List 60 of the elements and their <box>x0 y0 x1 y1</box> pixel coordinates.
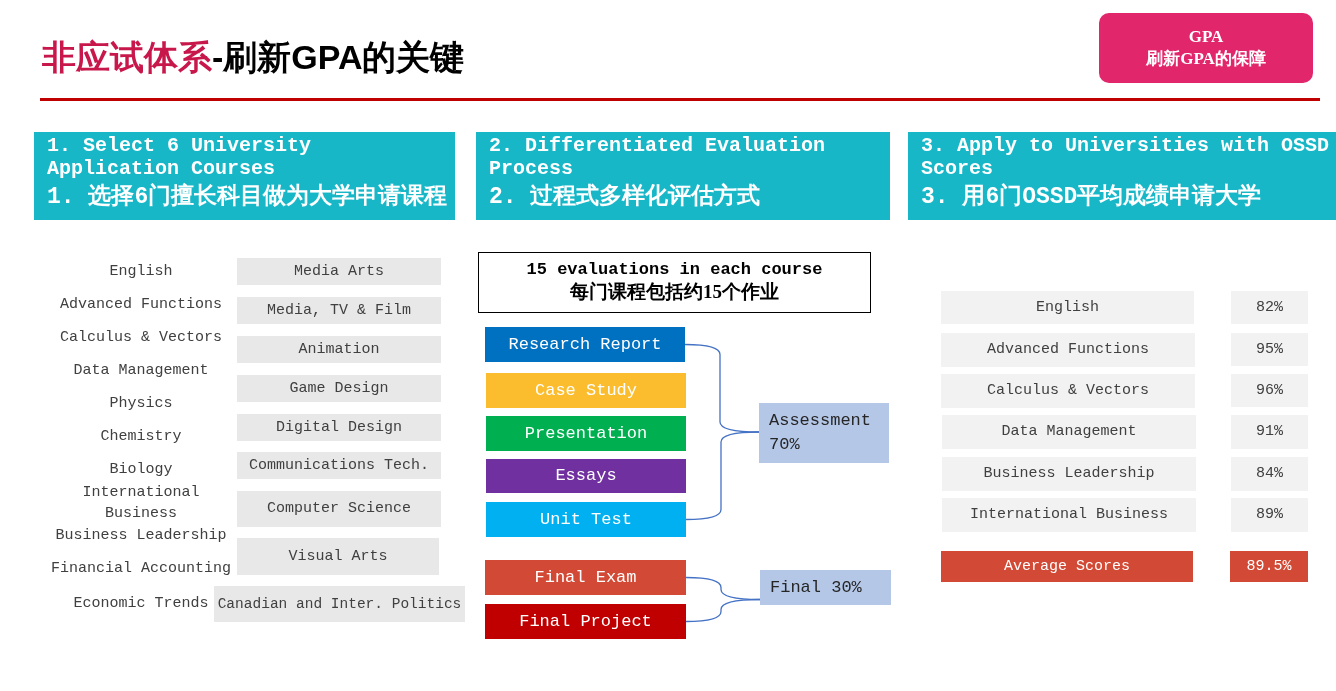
course-box: Canadian and Inter. Politics <box>214 586 465 622</box>
evaluation-box: Final Project <box>485 604 686 639</box>
course-label: Chemistry <box>99 426 183 447</box>
course-box: Media Arts <box>237 258 441 285</box>
subject-box: Business Leadership <box>942 457 1196 491</box>
page-title: 非应试体系-刷新GPA的关键 <box>42 37 465 78</box>
evaluation-box: Final Exam <box>485 560 686 595</box>
course-box: Animation <box>237 336 441 363</box>
course-box: Game Design <box>237 375 441 402</box>
evaluation-box: Presentation <box>486 416 686 451</box>
average-box: Average Scores <box>941 551 1193 582</box>
step-heading-translation: 3. 用6门OSSD平均成绩申请大学 <box>921 182 1263 211</box>
evaluation-box: Case Study <box>486 373 686 408</box>
step-header <box>908 132 1336 220</box>
course-box: Media, TV & Film <box>237 297 441 324</box>
callout-box <box>1099 13 1313 83</box>
subject-box: Data Management <box>942 415 1196 449</box>
brace-connector <box>685 598 761 623</box>
step-heading: 3. Apply to Universities with OSSD Scores <box>921 134 1331 180</box>
course-label: English <box>108 261 174 282</box>
subject-box: International Business <box>942 498 1196 532</box>
step-heading-translation: 2. 过程式多样化评估方式 <box>489 182 762 211</box>
info-translation: 每门课程包括约15个作业 <box>569 280 780 304</box>
subject-box: Advanced Functions <box>941 333 1195 367</box>
course-label: Business Leadership <box>54 525 228 546</box>
step-heading-translation: 1. 选择6门擅长科目做为大学申请课程 <box>47 182 449 211</box>
weight-box: Assessment 70% <box>759 403 889 463</box>
course-label: Financial Accounting <box>50 558 232 579</box>
badge-title: GPA <box>1187 26 1225 47</box>
score-box: 95% <box>1231 333 1308 366</box>
subject-box: English <box>941 291 1194 324</box>
score-box: 82% <box>1231 291 1308 324</box>
evaluation-box: Unit Test <box>486 502 686 537</box>
step-heading: 1. Select 6 University Application Courses <box>47 134 313 180</box>
score-box: 91% <box>1231 415 1308 449</box>
score-box: 84% <box>1231 457 1308 491</box>
badge-subtitle: 刷新GPA的保障 <box>1145 47 1267 70</box>
course-label: Biology <box>108 459 174 480</box>
course-label: Physics <box>108 393 174 414</box>
course-label: Calculus & Vectors <box>59 327 223 348</box>
course-box: Communications Tech. <box>237 452 441 479</box>
step-heading: 2. Differentiated Evaluation Process <box>489 134 827 180</box>
average-score-box: 89.5% <box>1230 551 1308 582</box>
course-label: Data Management <box>72 360 210 381</box>
weight-box: Final 30% <box>760 570 891 605</box>
course-box: Digital Design <box>237 414 441 441</box>
course-label: International Business <box>81 483 201 524</box>
step-header <box>476 132 890 220</box>
info-heading: 15 evaluations in each course <box>525 260 824 279</box>
info-box <box>478 252 871 313</box>
subject-box: Calculus & Vectors <box>941 374 1195 408</box>
course-box: Visual Arts <box>237 538 439 575</box>
evaluation-box: Research Report <box>485 327 685 362</box>
evaluation-box: Essays <box>486 459 686 493</box>
step-header <box>34 132 455 220</box>
course-label: Advanced Functions <box>59 294 223 315</box>
score-box: 96% <box>1231 374 1308 407</box>
score-box: 89% <box>1231 498 1308 532</box>
brace-connector <box>685 431 760 521</box>
course-box: Computer Science <box>237 491 441 527</box>
